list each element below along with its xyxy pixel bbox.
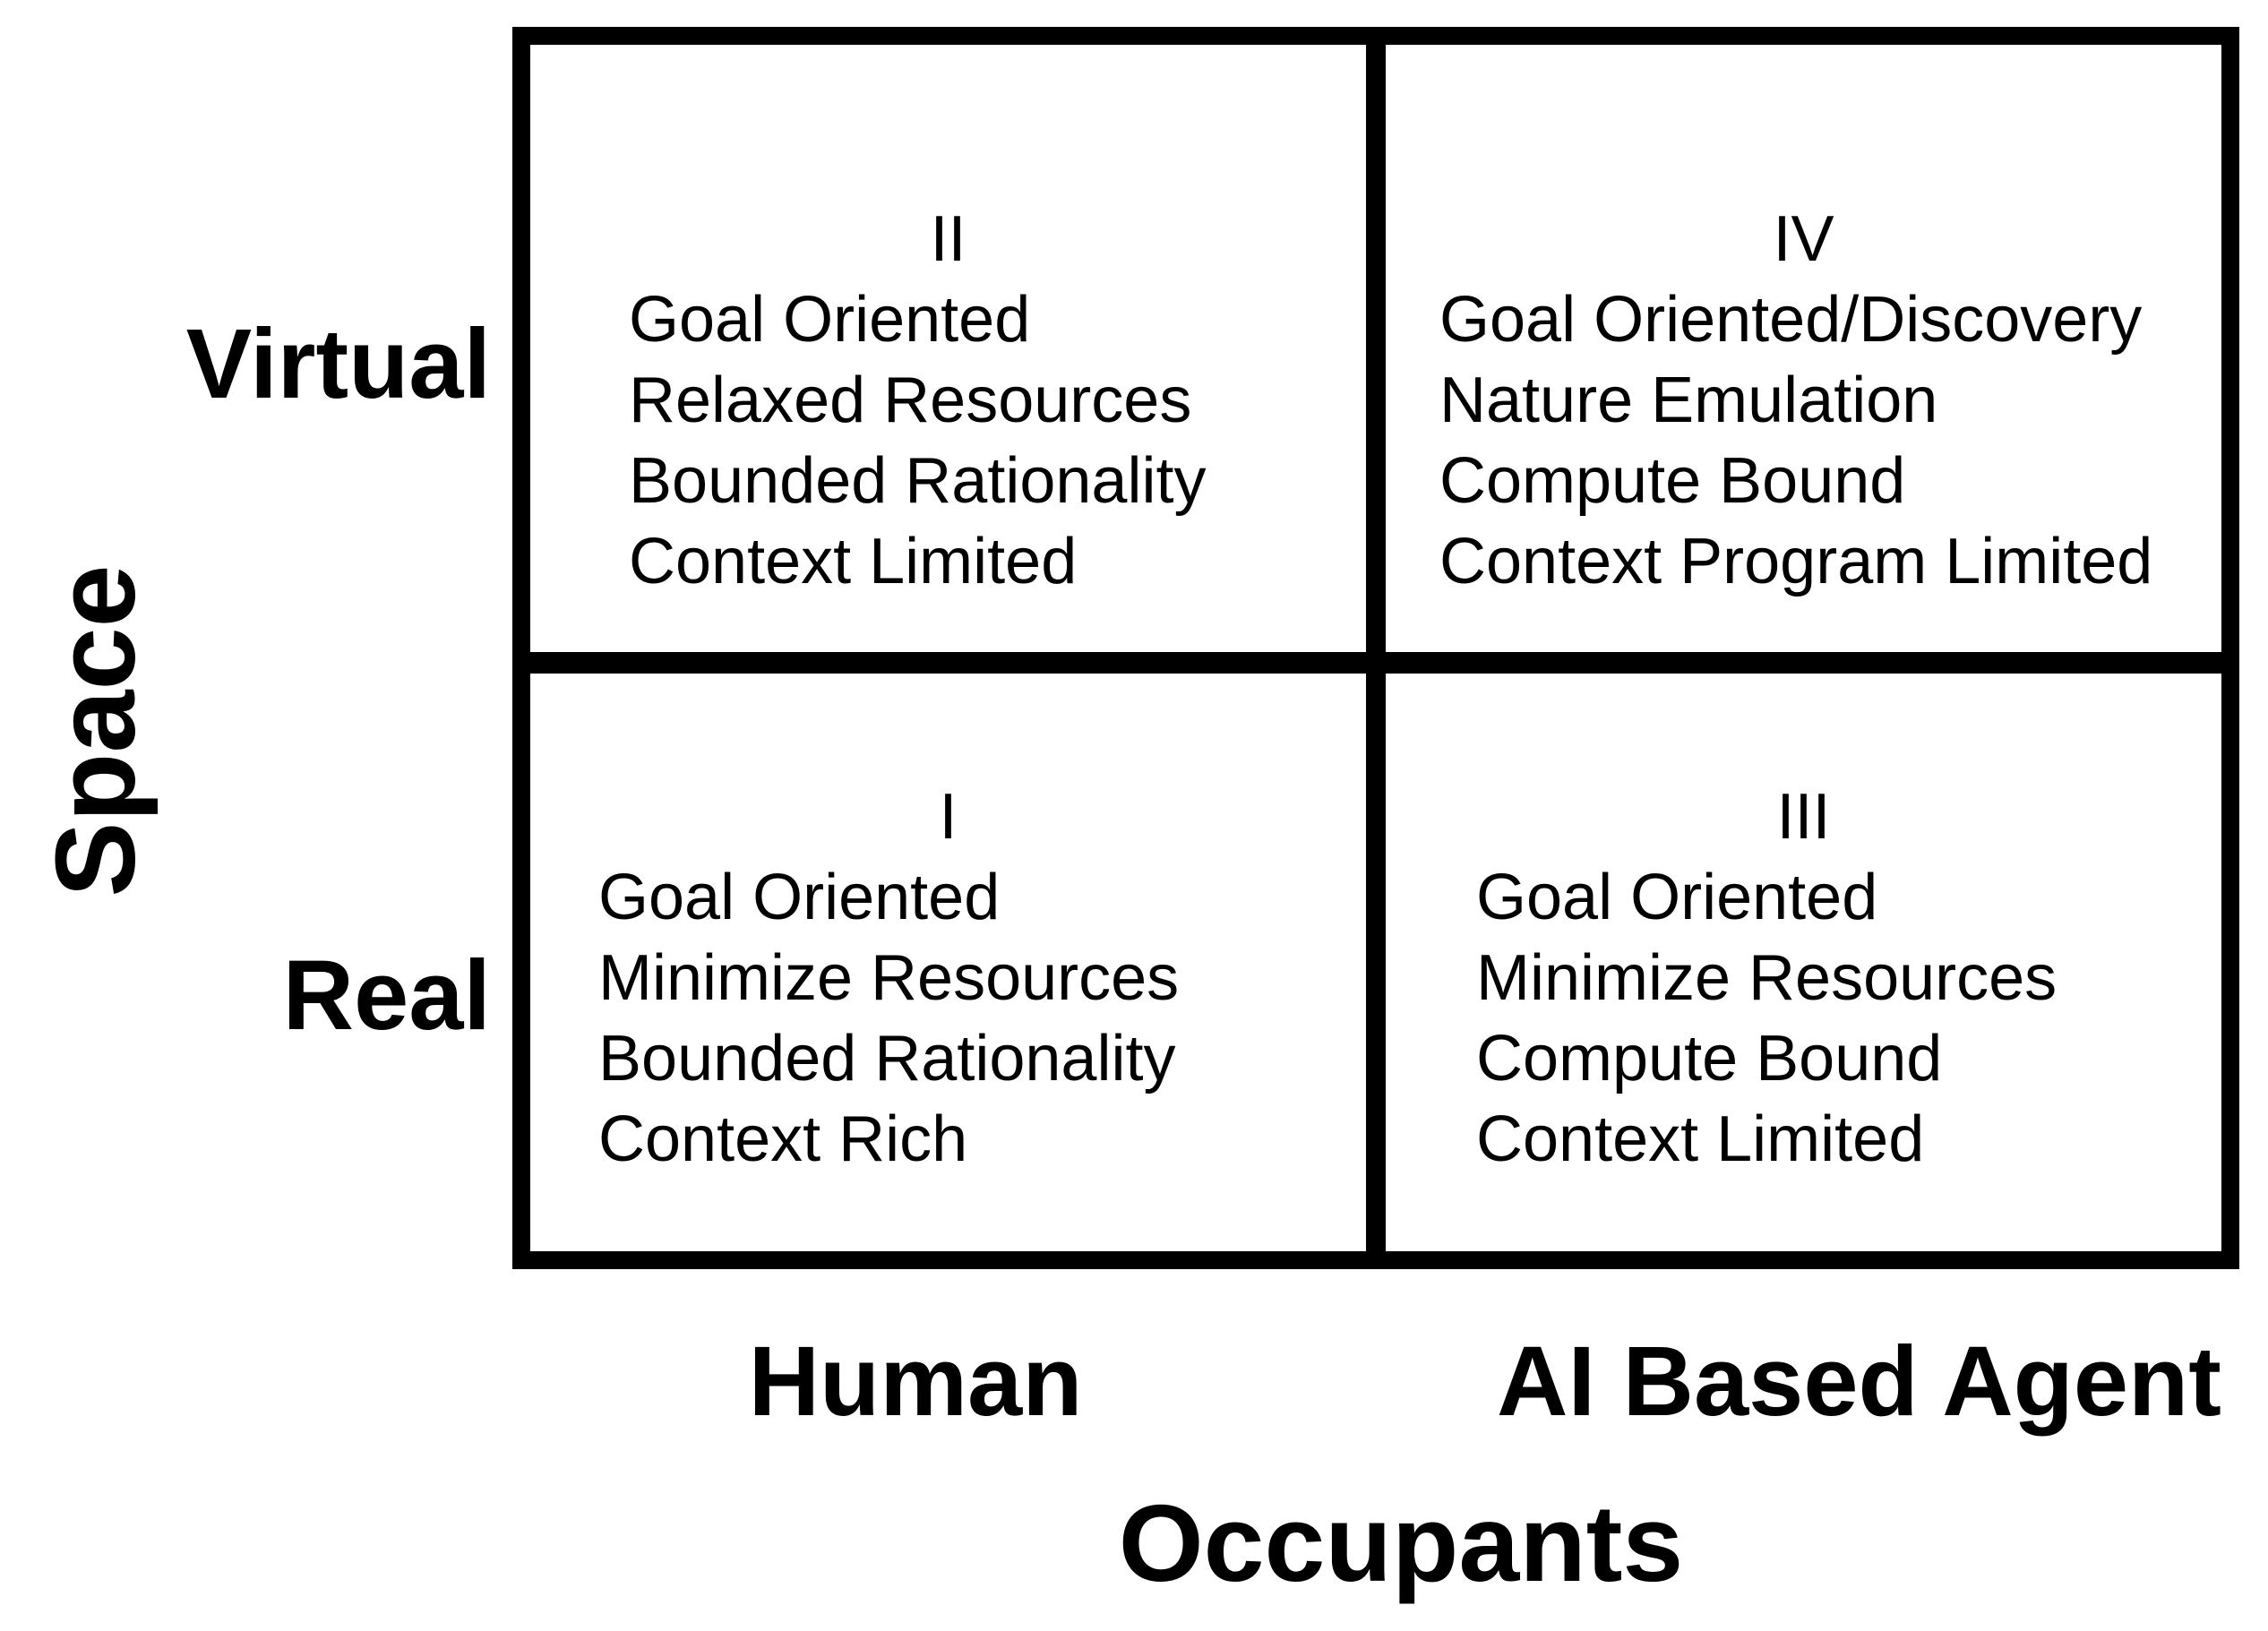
quadrant-item-list: Goal Oriented Minimize Resources Bounded… <box>530 857 1366 1180</box>
quadrant-item: Goal Oriented <box>629 284 1031 356</box>
quadrant-numeral: II <box>930 203 966 275</box>
x-axis-label-ai-based-agent: AI Based Agent <box>1497 1326 2221 1437</box>
quadrant-item: Nature Emulation <box>1439 365 1938 436</box>
quadrant-virtual-human: II Goal Oriented Relaxed Resources Bound… <box>530 45 1366 652</box>
quadrant-item: Context Limited <box>629 526 1078 597</box>
quadrant-item: Compute Bound <box>1476 1023 1943 1094</box>
quadrant-item: Bounded Rationality <box>598 1023 1176 1094</box>
y-axis-label-virtual: Virtual <box>185 309 491 419</box>
quadrant-item: Minimize Resources <box>1476 942 2058 1014</box>
x-axis-label-human: Human <box>748 1326 1083 1437</box>
quadrant-item: Context Limited <box>1476 1103 1925 1175</box>
quadrant-item: Relaxed Resources <box>629 365 1192 436</box>
quadrant-item-list: Goal Oriented/Discovery Nature Emulation… <box>1386 279 2221 602</box>
quadrant-numeral: IV <box>1773 203 1834 275</box>
quadrant-item-list: Goal Oriented Relaxed Resources Bounded … <box>530 279 1366 602</box>
quadrant-item-list: Goal Oriented Minimize Resources Compute… <box>1386 857 2221 1180</box>
quadrant-item: Goal Oriented <box>1476 862 1878 933</box>
quadrant-item: Goal Oriented <box>598 862 1001 933</box>
y-axis-label-real: Real <box>282 940 491 1051</box>
quadrant-real-ai: III Goal Oriented Minimize Resources Com… <box>1386 674 2221 1251</box>
vertical-divider <box>1366 45 1386 1251</box>
horizontal-divider <box>530 652 2221 674</box>
quadrant-real-human: I Goal Oriented Minimize Resources Bound… <box>530 674 1366 1251</box>
matrix-grid: II Goal Oriented Relaxed Resources Bound… <box>512 27 2239 1269</box>
quadrant-item: Goal Oriented/Discovery <box>1439 284 2143 356</box>
quadrant-item: Minimize Resources <box>598 942 1180 1014</box>
quadrant-item: Context Rich <box>598 1103 968 1175</box>
y-axis-title: Space <box>32 564 159 897</box>
quadrant-virtual-ai: IV Goal Oriented/Discovery Nature Emulat… <box>1386 45 2221 652</box>
quadrant-item: Compute Bound <box>1439 445 1906 517</box>
quadrant-item: Context Program Limited <box>1439 526 2153 597</box>
x-axis-title: Occupants <box>1118 1482 1684 1604</box>
quadrant-numeral: I <box>939 781 958 853</box>
quadrant-item: Bounded Rationality <box>629 445 1207 517</box>
quadrant-numeral: III <box>1776 781 1831 853</box>
